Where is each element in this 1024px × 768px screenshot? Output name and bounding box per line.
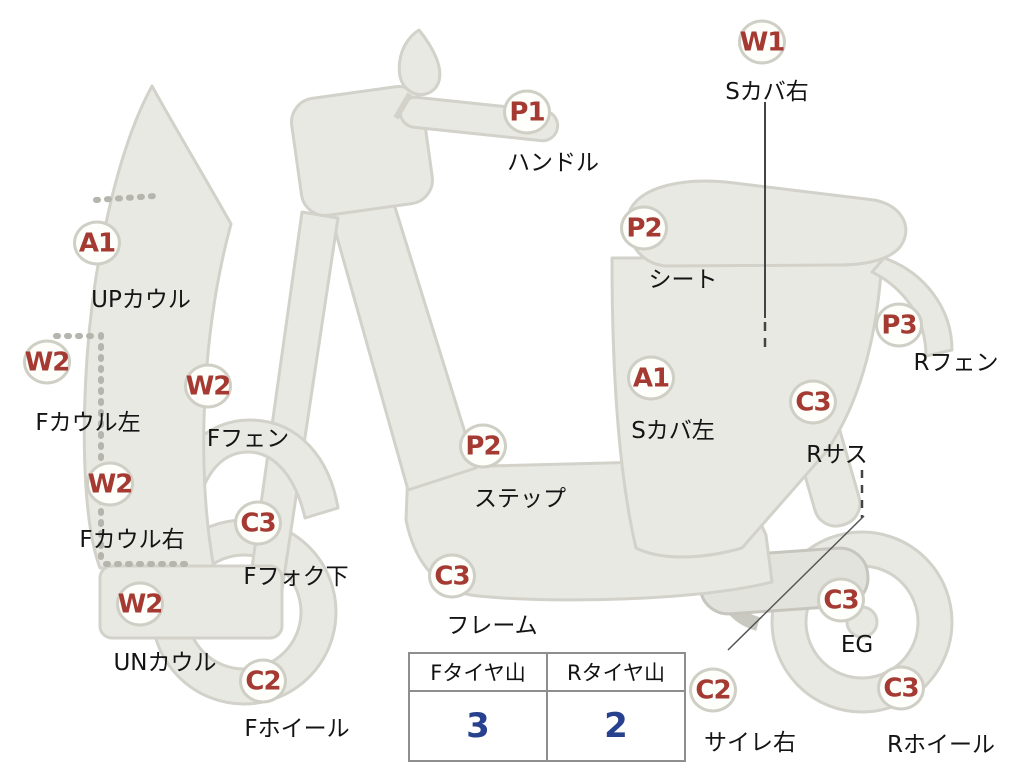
- marker-badge-front-wheel: C2: [239, 658, 287, 704]
- front-tire-header: Fタイヤ山: [410, 654, 546, 690]
- marker-label-front-cowl-right: Fカウル右: [79, 527, 185, 553]
- marker-badge-front-cowl-left: W2: [23, 339, 71, 385]
- front-tire-value: 3: [410, 692, 546, 760]
- marker-badge-side-cover-right: W1: [738, 19, 786, 65]
- marker-label-rear-wheel: Rホイール: [887, 732, 995, 758]
- marker-badge-handle: P1: [503, 89, 551, 135]
- marker-badge-rear-suspension: C3: [789, 379, 837, 425]
- marker-badge-rear-wheel: C3: [877, 665, 925, 711]
- marker-label-front-fender: Fフェン: [206, 426, 290, 452]
- marker-badge-frame: C3: [428, 553, 476, 599]
- marker-badge-engine: C3: [817, 577, 865, 623]
- under-seat-body-shape: [610, 256, 884, 559]
- marker-label-front-wheel: Fホイール: [244, 716, 350, 742]
- marker-label-step: ステップ: [474, 486, 566, 512]
- marker-label-front-cowl-left: Fカウル左: [35, 410, 141, 436]
- marker-badge-rear-fender: P3: [875, 302, 923, 348]
- marker-label-rear-suspension: Rサス: [806, 442, 868, 468]
- marker-badge-front-fork-lower: C3: [234, 500, 282, 546]
- marker-label-silencer-right: サイレ右: [704, 730, 796, 756]
- rear-tire-header: Rタイヤ山: [548, 654, 684, 690]
- marker-badge-upper-cowl: A1: [73, 220, 121, 266]
- marker-badge-seat: P2: [620, 205, 668, 251]
- marker-label-frame: フレーム: [446, 613, 538, 639]
- marker-badge-silencer-right: C2: [689, 667, 737, 713]
- marker-label-rear-fender: Rフェン: [913, 350, 999, 376]
- panel-dotted-lines: [53, 193, 193, 567]
- marker-label-seat: シート: [648, 267, 718, 293]
- marker-badge-step: P2: [459, 423, 507, 469]
- marker-label-handle: ハンドル: [507, 150, 599, 176]
- marker-badge-front-fender: W2: [184, 363, 232, 409]
- tire-tread-table: Fタイヤ山 Rタイヤ山 3 2: [408, 652, 686, 762]
- marker-label-side-cover-left: Sカバ左: [631, 418, 715, 444]
- mirror-shape: [397, 28, 442, 97]
- marker-label-engine: EG: [840, 632, 874, 658]
- marker-label-upper-cowl: UPカウル: [91, 287, 191, 313]
- marker-label-front-fork-lower: Fフォク下: [243, 564, 349, 590]
- marker-badge-under-cowl: W2: [116, 581, 164, 627]
- front-fender-shape: [163, 418, 340, 522]
- marker-label-side-cover-right: Sカバ右: [725, 79, 809, 105]
- rear-tire-value: 2: [548, 692, 684, 760]
- marker-badge-side-cover-left: A1: [627, 355, 675, 401]
- silencer-leader-line: [727, 515, 865, 651]
- seat-shape: [626, 179, 908, 268]
- headlight-housing-shape: [290, 84, 434, 218]
- marker-label-under-cowl: UNカウル: [113, 650, 217, 676]
- mirror-stem-shape: [393, 92, 413, 120]
- marker-badge-front-cowl-right: W2: [86, 461, 134, 507]
- leader-lines: [727, 102, 865, 651]
